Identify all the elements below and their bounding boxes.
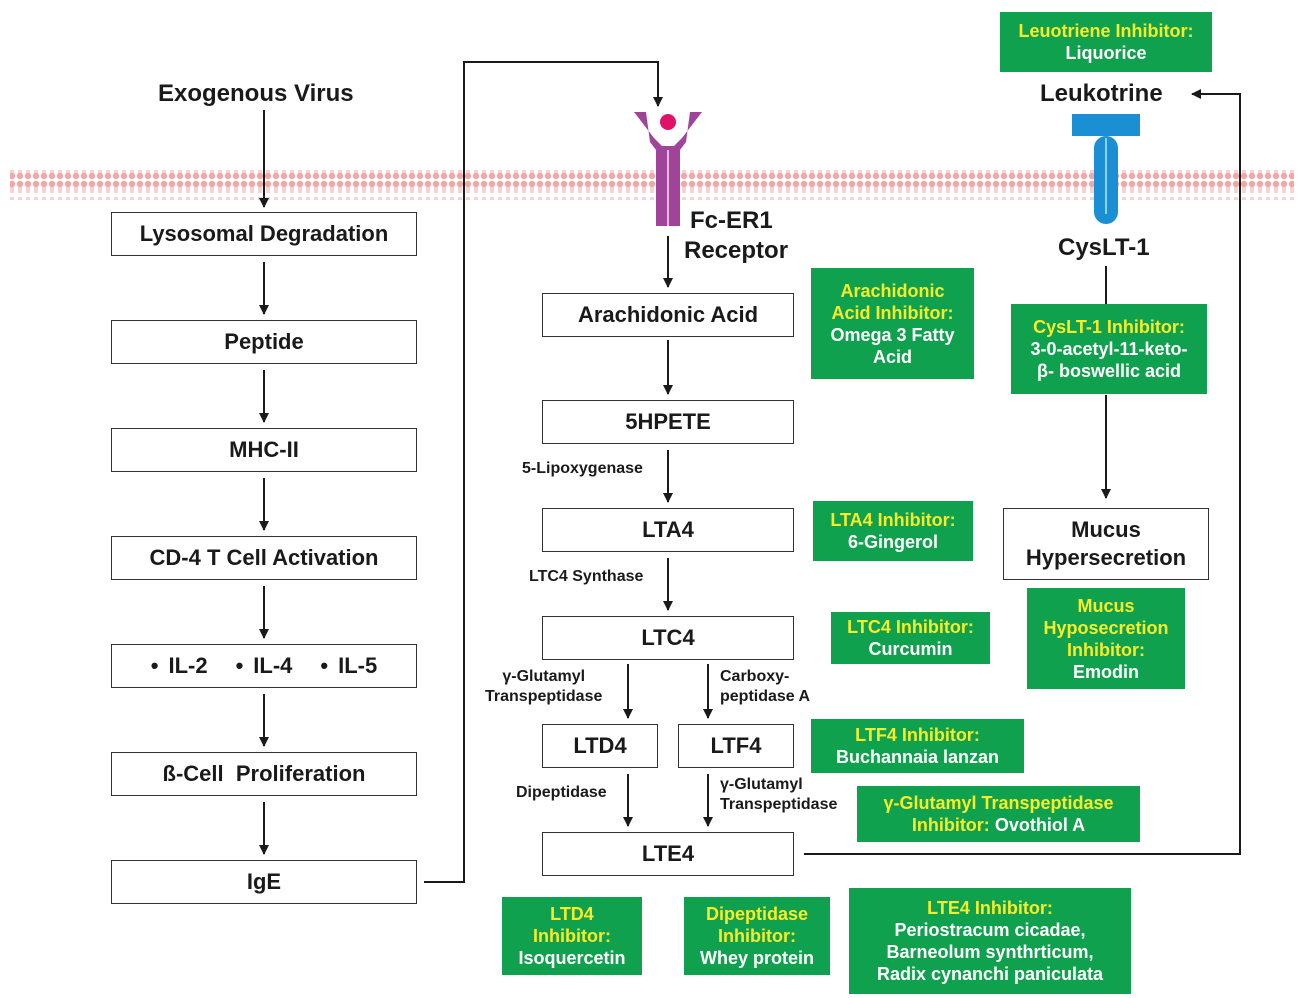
mucus-hypersecretion-box: Mucus Hypersecretion <box>1003 508 1209 580</box>
arachidonic-inhibitor-agent-1: Omega 3 Fatty <box>830 324 955 345</box>
arrow-ige-to-receptor <box>424 61 663 883</box>
leukotrine-label: Leukotrine <box>1040 80 1163 107</box>
lte4-box: LTE4 <box>542 832 794 876</box>
peptide-box: Peptide <box>111 320 417 364</box>
dipeptidase-inhibitor-label-1: Dipeptidase <box>705 904 809 924</box>
leukotriene-inhibitor-agent: Liquorice <box>1065 43 1147 63</box>
ltf4-inhibitor-agent: Buchannaia lanzan <box>835 747 1000 767</box>
il-5-label: IL-5 <box>320 653 377 679</box>
ltd4-inhibitor-agent: Isoquercetin <box>518 948 626 968</box>
carboxy-line1: Carboxy- <box>720 668 790 685</box>
mucus-inhibitor-agent: Emodin <box>1073 661 1139 682</box>
il-4-label: IL-4 <box>236 653 292 679</box>
ltc4-synthase-label: LTC4 Synthase <box>529 568 644 585</box>
b-cell-proliferation-box: ß-Cell Proliferation <box>111 752 417 796</box>
arachidonic-acid-inhibitor-box: Arachidonic Acid Inhibitor: Omega 3 Fatt… <box>811 268 974 379</box>
lte4-inhibitor-box: LTE4 Inhibitor: Periostracum cicadae, Ba… <box>849 888 1131 994</box>
ltc4-box: LTC4 <box>542 616 794 660</box>
dipeptidase-inhibitor-agent: Whey protein <box>699 948 814 968</box>
leukotriene-inhibitor-box: Leuotriene Inhibitor: Liquorice <box>1000 12 1212 72</box>
interleukins-box: IL-2 IL-4 IL-5 <box>111 644 417 688</box>
ltd4-inhibitor-label-1: LTD4 <box>550 904 594 924</box>
dipeptidase-inhibitor-box: Dipeptidase Inhibitor: Whey protein <box>684 897 830 975</box>
cd4-t-cell-box: CD-4 T Cell Activation <box>111 536 417 580</box>
gamma-glutamyl-transpeptidase-label-2: γ-Glutamyl Transpeptidase <box>720 775 837 815</box>
arachidonic-acid-box: Arachidonic Acid <box>542 293 794 337</box>
mucus-inhibitor-label-3: Inhibitor: <box>1067 639 1145 660</box>
cyslt1-label: CysLT-1 <box>1058 234 1150 261</box>
gamma-inhibitor-agent: Ovothiol A <box>994 815 1086 835</box>
ltc4-inhibitor-label: LTC4 Inhibitor: <box>847 617 974 637</box>
cyslt1-inhibitor-agent-2: β- boswellic acid <box>1036 361 1182 381</box>
5-lipoxygenase-label: 5-Lipoxygenase <box>522 460 643 477</box>
cyslt1-inhibitor-label: CysLT-1 Inhibitor: <box>1033 317 1185 337</box>
lte4-inhibitor-agent-2: Barneolum synthrticum, <box>886 942 1094 962</box>
cyslt1-inhibitor-agent-1: 3-0-acetyl-11-keto- <box>1030 339 1188 359</box>
ltd4-inhibitor-label-2: Inhibitor: <box>533 926 611 946</box>
carboxy-line2: peptidase A <box>720 688 811 705</box>
arrow-lte4-to-leukotrine <box>804 89 1241 855</box>
ltf4-inhibitor-label: LTF4 Inhibitor: <box>855 725 980 745</box>
dipeptidase-label: Dipeptidase <box>516 784 607 801</box>
fc-er1-line1: Fc-ER1 <box>690 207 773 234</box>
5hpete-box: 5HPETE <box>542 400 794 444</box>
gamma-inhibitor-line-2: Inhibitor: Ovothiol A <box>912 814 1085 836</box>
gamma-glutamyl-inhibitor-box: γ-Glutamyl Transpeptidase Inhibitor: Ovo… <box>857 786 1140 842</box>
ige-box: IgE <box>111 860 417 904</box>
lta4-inhibitor-agent: 6-Gingerol <box>847 532 938 552</box>
mucus-inhibitor-label-2: Hyposecretion <box>1043 617 1169 638</box>
lta4-inhibitor-box: LTA4 Inhibitor: 6-Gingerol <box>813 501 973 561</box>
ltd4-inhibitor-box: LTD4 Inhibitor: Isoquercetin <box>502 897 642 975</box>
lte4-inhibitor-label: LTE4 Inhibitor: <box>927 898 1053 918</box>
arachidonic-inhibitor-label-2: Acid Inhibitor: <box>831 302 954 323</box>
ltd4-box: LTD4 <box>542 724 658 768</box>
fc-er1-receptor-icon <box>634 112 702 226</box>
gamma-glutamyl-2-line2: Transpeptidase <box>720 796 838 813</box>
ltf4-inhibitor-box: LTF4 Inhibitor: Buchannaia lanzan <box>811 719 1024 773</box>
fc-er1-line2: Receptor <box>684 237 789 264</box>
carboxypeptidase-a-label: Carboxy- peptidase A <box>720 667 810 707</box>
gamma-inhibitor-label-2: Inhibitor: <box>911 815 990 835</box>
mucus-hyposecretion-inhibitor-box: Mucus Hyposecretion Inhibitor: Emodin <box>1027 588 1185 689</box>
exogenous-virus-label: Exogenous Virus <box>158 80 354 107</box>
ltf4-box: LTF4 <box>678 724 794 768</box>
gamma-glutamyl-transpeptidase-label-1: γ-Glutamyl Transpeptidase <box>485 667 602 707</box>
mucus-inhibitor-label-1: Mucus <box>1077 595 1135 616</box>
gamma-glutamyl-2-line1: γ-Glutamyl <box>720 776 803 793</box>
gamma-glutamyl-1-line2: Transpeptidase <box>485 688 603 705</box>
lte4-inhibitor-agent-3: Radix cynanchi paniculata <box>876 964 1104 984</box>
gamma-glutamyl-1-line1: γ-Glutamyl <box>502 668 586 685</box>
lte4-inhibitor-agent-1: Periostracum cicadae, <box>894 920 1086 940</box>
gamma-inhibitor-label-1: γ-Glutamyl Transpeptidase <box>883 793 1114 813</box>
lta4-box: LTA4 <box>542 508 794 552</box>
ltc4-inhibitor-box: LTC4 Inhibitor: Curcumin <box>831 612 990 664</box>
arachidonic-inhibitor-label-1: Arachidonic <box>840 280 945 301</box>
cell-membrane <box>10 170 1294 200</box>
arachidonic-inhibitor-agent-2: Acid <box>872 346 912 367</box>
mucus-line2: Hypersecretion <box>1025 545 1187 570</box>
il-2-label: IL-2 <box>151 653 207 679</box>
mhc-ii-box: MHC-II <box>111 428 417 472</box>
ligand-icon <box>660 114 676 130</box>
lta4-inhibitor-label: LTA4 Inhibitor: <box>830 510 956 530</box>
fc-er1-receptor-label: Fc-ER1 Receptor <box>684 206 788 266</box>
dipeptidase-inhibitor-label-2: Inhibitor: <box>718 926 796 946</box>
cyslt1-inhibitor-box: CysLT-1 Inhibitor: 3-0-acetyl-11-keto- β… <box>1011 304 1207 394</box>
lysosomal-degradation-box: Lysosomal Degradation <box>111 212 417 256</box>
cyslt1-receptor-icon <box>1072 114 1140 224</box>
ltc4-inhibitor-agent: Curcumin <box>868 639 953 659</box>
mucus-line1: Mucus <box>1071 517 1141 542</box>
leukotriene-inhibitor-label: Leuotriene Inhibitor: <box>1018 21 1194 41</box>
